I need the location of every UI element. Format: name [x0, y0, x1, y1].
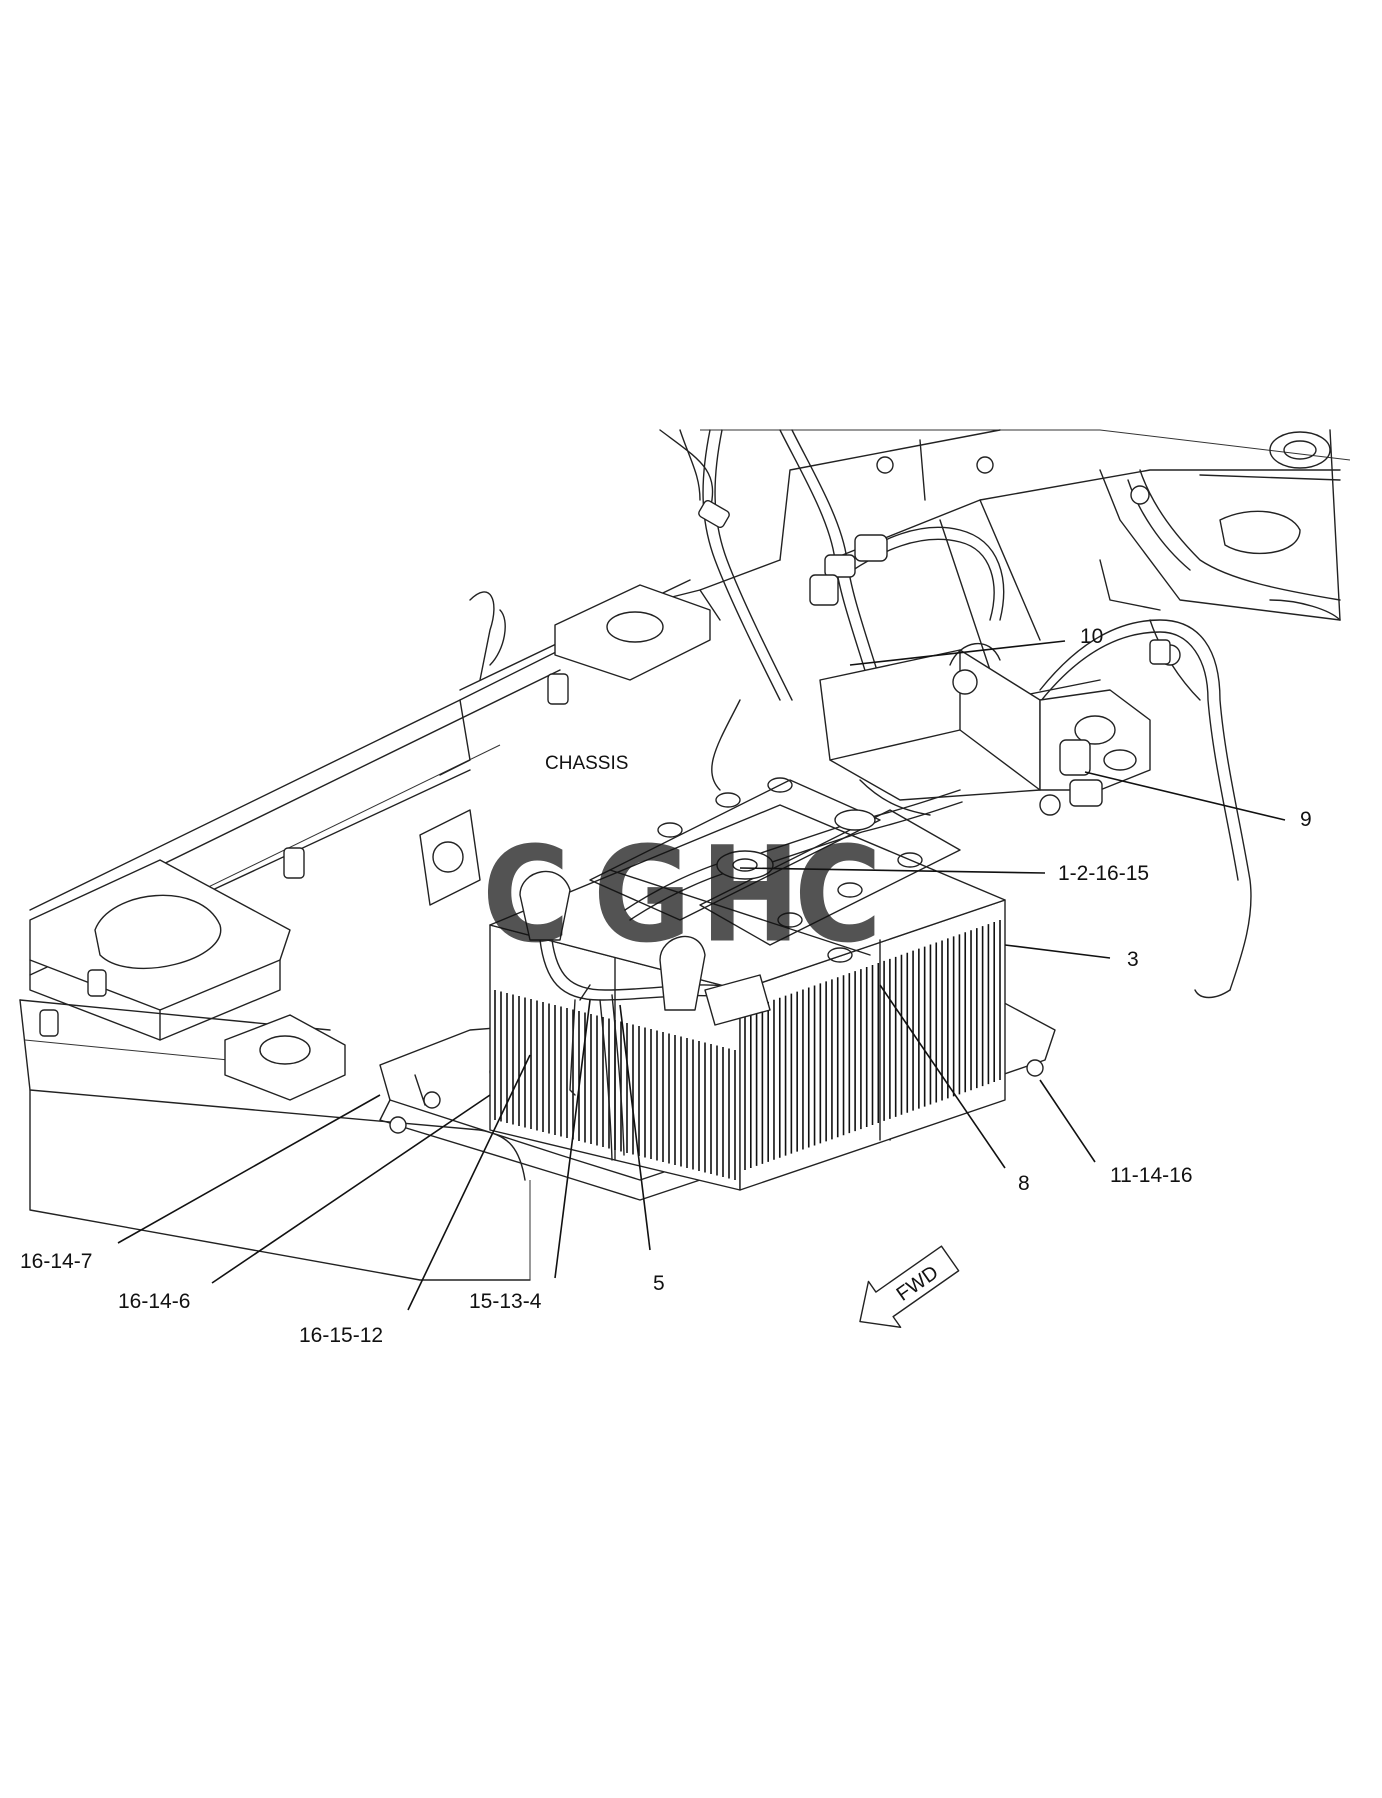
- chassis-frame: [19, 559, 781, 1281]
- battery-hatching: [494, 920, 1001, 1180]
- watermark-letter-2: G: [593, 818, 691, 972]
- battery-cables: [519, 789, 963, 1161]
- callout-10: 10: [1080, 625, 1103, 648]
- callouts: 10 9 1-2-16-15 3 11-14-16 8 16-14-7 16-1…: [20, 625, 1312, 1347]
- cghc-watermark-logo: C G H C: [482, 818, 882, 972]
- callout-16-14-6: 16-14-6: [118, 1290, 190, 1313]
- callout-15-13-4: 15-13-4: [469, 1290, 542, 1313]
- callout-1-2-16-15: 1-2-16-15: [1058, 862, 1149, 885]
- watermark-letter-1: C: [482, 818, 570, 972]
- chassis-label: CHASSIS: [545, 753, 628, 774]
- cable-harness: [698, 429, 1341, 999]
- callout-11-14-16: 11-14-16: [1110, 1164, 1193, 1187]
- disconnect-box: [819, 643, 1151, 816]
- callout-9: 9: [1300, 808, 1312, 831]
- callout-16-15-12: 16-15-12: [299, 1324, 383, 1347]
- callout-5: 5: [653, 1272, 665, 1295]
- callout-16-14-7: 16-14-7: [20, 1250, 92, 1273]
- leader-lines: [117, 640, 1286, 1311]
- callout-8: 8: [1018, 1172, 1030, 1195]
- watermark-letter-4: C: [794, 818, 882, 972]
- callout-3: 3: [1127, 948, 1139, 971]
- fwd-arrow: FWD: [859, 1245, 960, 1328]
- watermark-letter-3: H: [700, 818, 800, 972]
- upper-structure: [659, 429, 1351, 701]
